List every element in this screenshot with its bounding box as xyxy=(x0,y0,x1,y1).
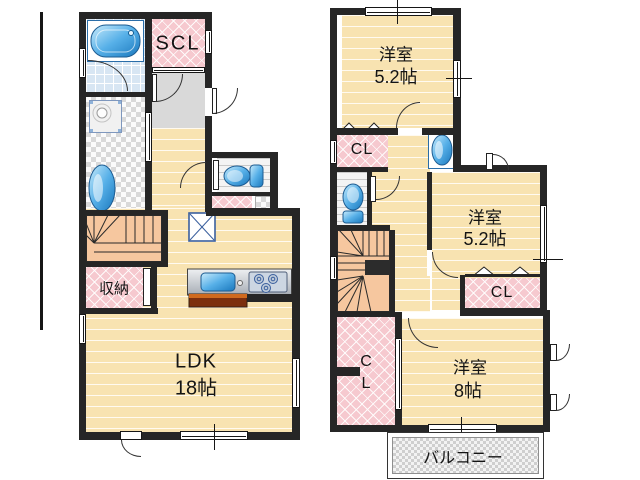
door-gap xyxy=(398,128,422,135)
sliding-door xyxy=(395,338,402,410)
casement-window-arc xyxy=(493,154,509,170)
wall xyxy=(367,172,372,225)
window xyxy=(79,314,86,344)
wall xyxy=(212,152,278,158)
window-tick xyxy=(214,424,215,450)
balcony-deck xyxy=(392,437,539,474)
room-label: 洋室 xyxy=(468,208,502,228)
window-tick xyxy=(461,417,462,441)
wall xyxy=(145,12,152,97)
closet-top xyxy=(337,132,388,167)
room-size: 5.2帖 xyxy=(463,229,507,249)
sliding-door xyxy=(145,112,152,162)
wall xyxy=(460,308,547,316)
window xyxy=(79,48,86,78)
door-arc xyxy=(121,440,141,457)
balcony xyxy=(387,432,544,479)
staircase-2f xyxy=(337,230,390,312)
hand-wash-sink-icon xyxy=(428,131,456,169)
staircase-1f xyxy=(86,215,162,262)
kitchen-counter-icon xyxy=(187,267,292,308)
wall xyxy=(206,208,300,216)
wall xyxy=(543,310,550,432)
wall xyxy=(460,275,465,316)
sliding-door xyxy=(152,67,205,73)
front-door-arc xyxy=(212,88,238,114)
toilet-icon xyxy=(222,163,266,189)
wall xyxy=(79,210,162,215)
first-floor-plan: SCL 収納 LDK 18帖 xyxy=(40,12,300,457)
window xyxy=(330,140,337,164)
western-room-top-floor xyxy=(342,15,453,128)
wall xyxy=(79,92,152,97)
closet-label-line2: L xyxy=(361,375,371,392)
window xyxy=(453,60,461,98)
wall xyxy=(465,274,540,277)
closet-mid xyxy=(465,278,540,308)
door-leaf xyxy=(213,160,219,190)
vanity-sink-icon xyxy=(88,164,116,212)
balcony-label: バルコニー xyxy=(423,450,503,467)
wall xyxy=(427,172,432,250)
closet-label: CL xyxy=(490,284,514,301)
room-label-ldk-size: 18帖 xyxy=(174,377,218,400)
window xyxy=(365,7,432,16)
wall xyxy=(335,167,388,172)
shoe-closet-room xyxy=(152,19,205,68)
casement-window-arc xyxy=(556,344,570,361)
wall xyxy=(330,8,337,432)
wall xyxy=(86,262,168,267)
door-leaf xyxy=(143,268,151,306)
folding-door-marks xyxy=(465,264,540,276)
wall xyxy=(330,312,395,317)
washing-machine-icon xyxy=(89,100,122,133)
wall xyxy=(270,152,278,208)
wall xyxy=(330,367,360,376)
room-label: 洋室 xyxy=(453,358,487,378)
wall xyxy=(390,230,395,312)
bathtub-icon xyxy=(87,20,144,62)
window xyxy=(540,205,547,263)
room-label-scl: SCL xyxy=(155,32,201,55)
door-gap xyxy=(427,250,432,276)
room-size: 8帖 xyxy=(453,381,483,401)
wall xyxy=(292,208,300,440)
wall xyxy=(79,12,86,440)
connector-floor xyxy=(432,278,465,310)
wall xyxy=(212,192,278,196)
under-toilet-closet xyxy=(212,196,252,208)
closet-label: CL xyxy=(350,141,374,158)
door-leaf xyxy=(370,176,376,202)
wall xyxy=(335,225,390,230)
wall xyxy=(151,267,157,308)
casement-window-leaf xyxy=(486,153,493,170)
casement-window-arc xyxy=(556,394,570,411)
window xyxy=(292,358,300,408)
room-size: 5.2帖 xyxy=(374,67,418,87)
closet-label-line1: C xyxy=(360,353,372,370)
crossed-box-icon xyxy=(188,212,216,242)
wall xyxy=(79,308,158,314)
window-tick xyxy=(446,78,472,79)
site-boundary-line xyxy=(40,12,43,330)
room-label: 洋室 xyxy=(379,45,413,65)
front-door-gap xyxy=(205,88,212,116)
window-tick xyxy=(397,0,398,24)
door-gap xyxy=(120,431,142,440)
wall xyxy=(162,210,168,267)
toilet-icon xyxy=(341,183,365,227)
window xyxy=(205,30,212,54)
room-label-ldk: LDK xyxy=(175,350,217,373)
storage-room xyxy=(86,267,143,308)
second-floor-plan: 洋室 5.2帖 CL 洋室 5.2帖 CL C L 洋室 8帖 バルコニー xyxy=(320,0,640,480)
window-tick xyxy=(533,259,563,260)
window xyxy=(330,256,337,280)
room-label-storage: 収納 xyxy=(98,280,130,298)
